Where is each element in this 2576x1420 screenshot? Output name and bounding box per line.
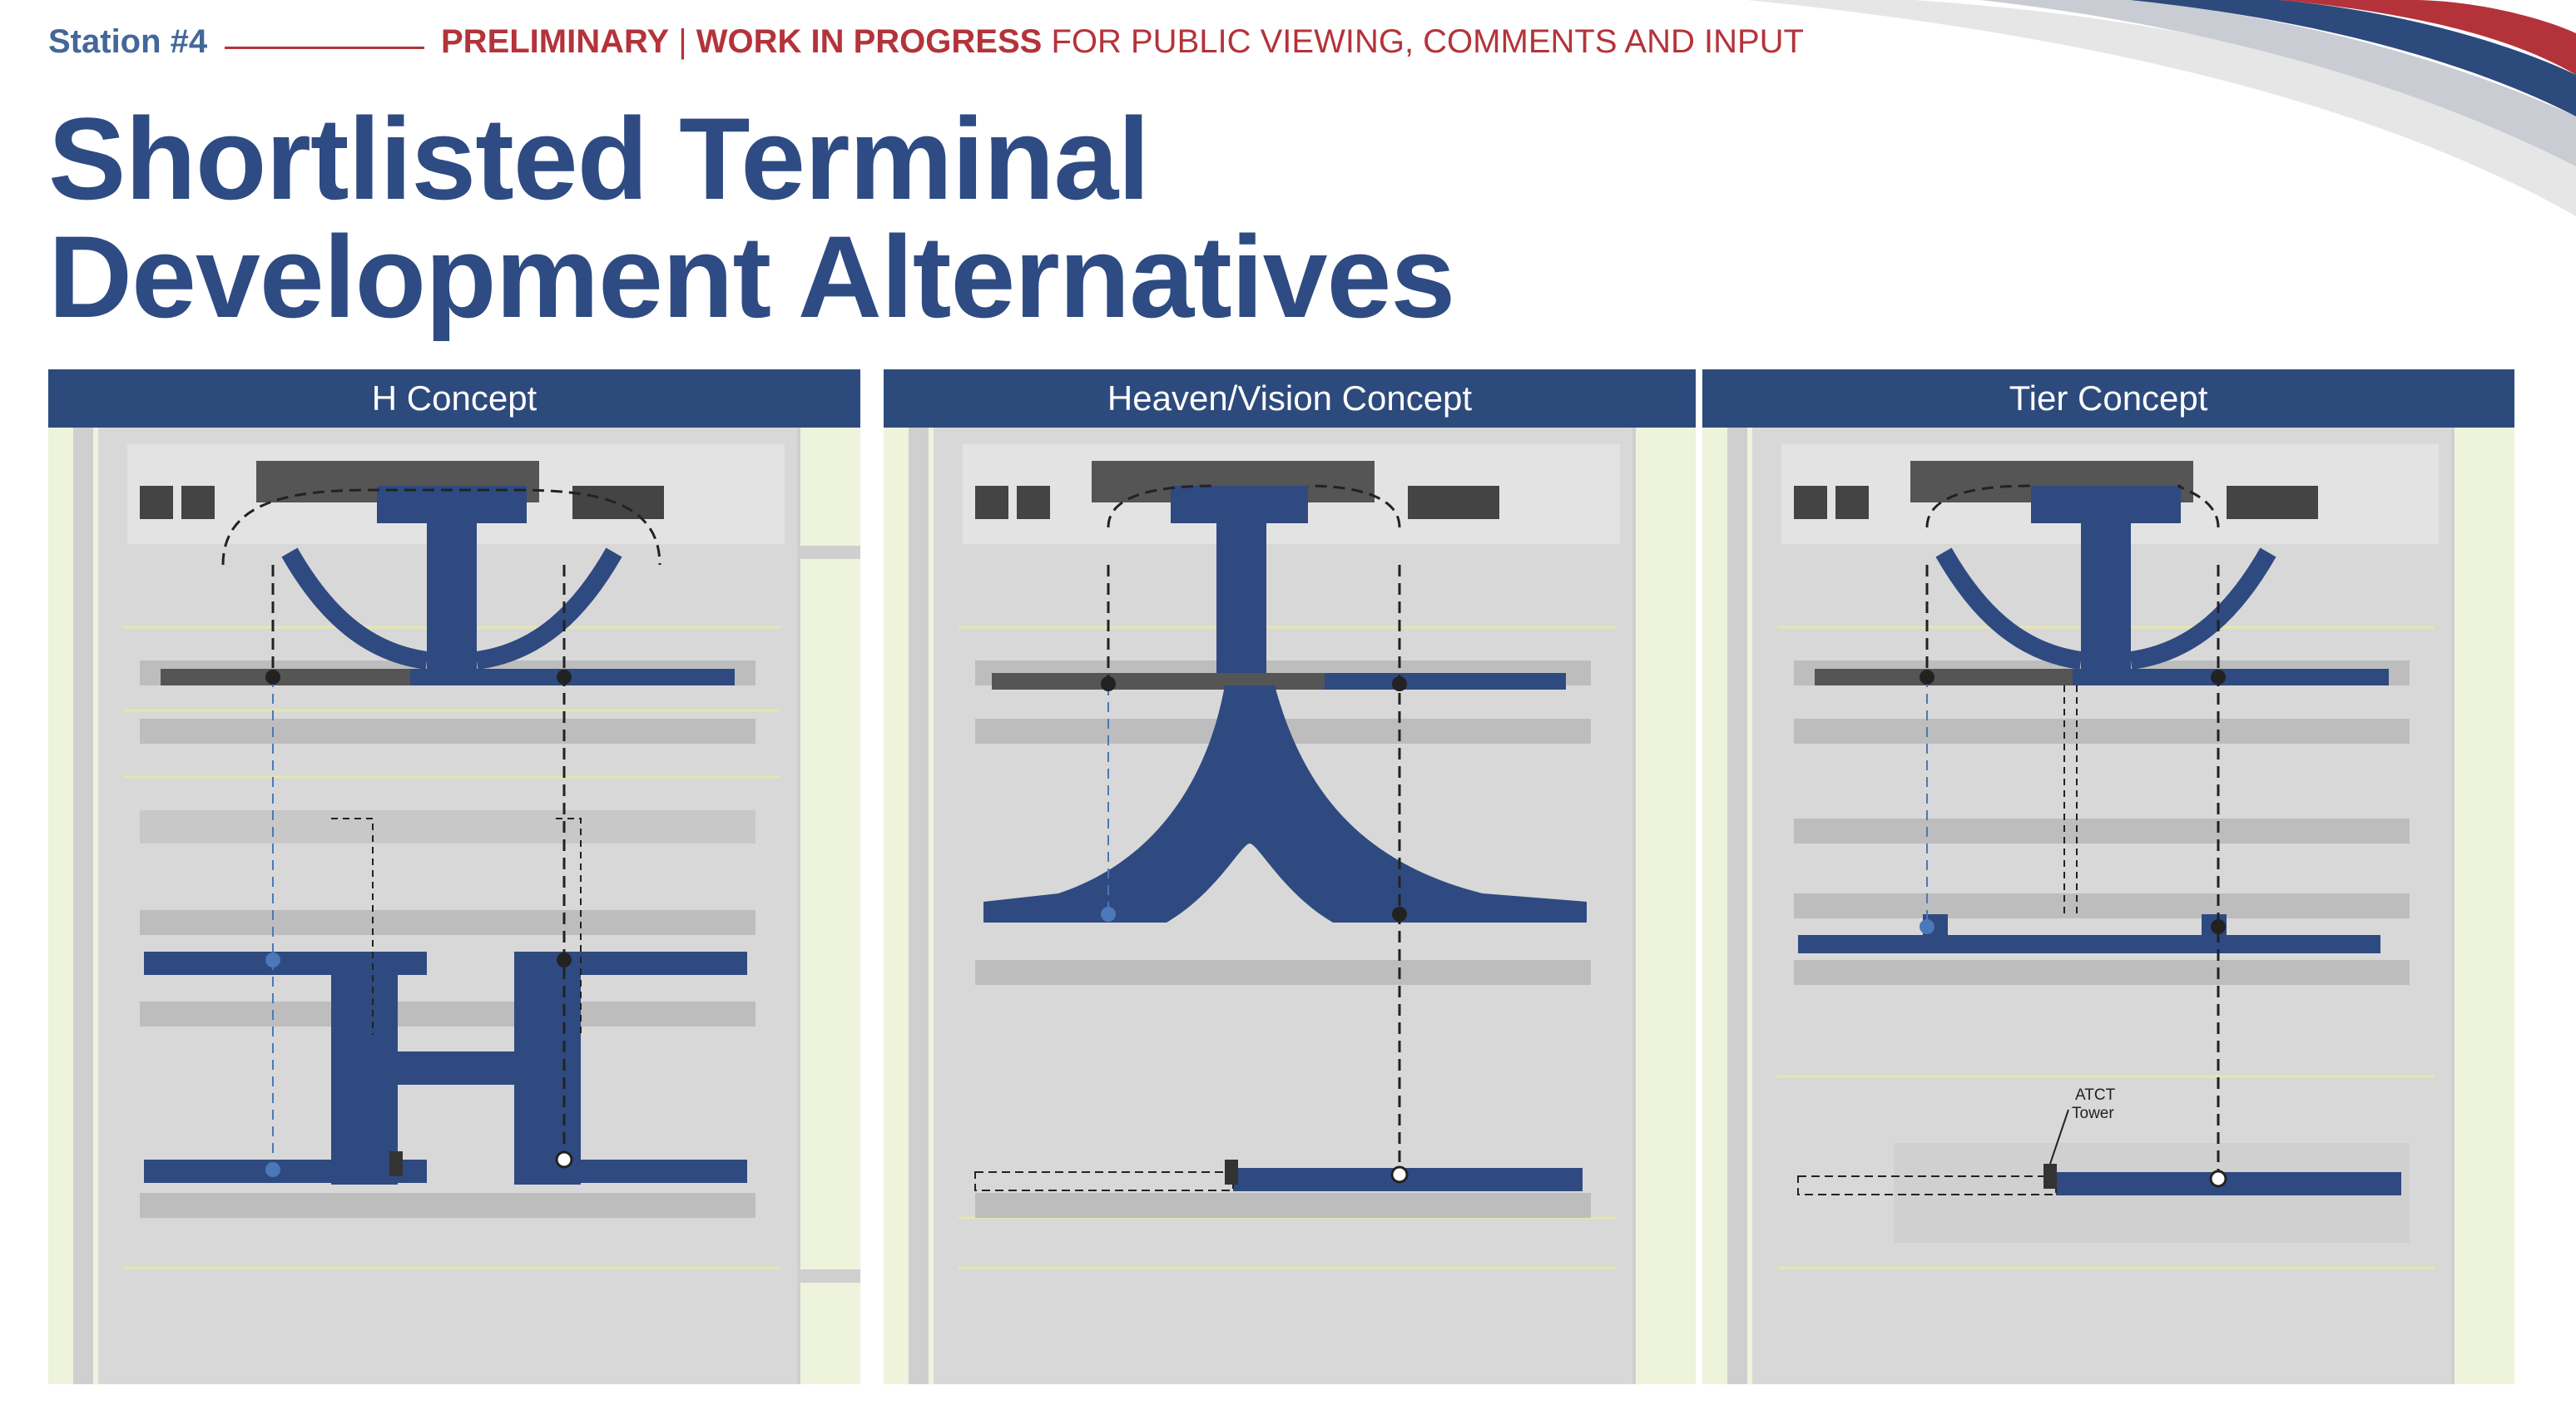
banner-public-viewing: FOR PUBLIC VIEWING, COMMENTS AND INPUT: [1051, 23, 1804, 60]
page-title: Shortlisted Terminal Development Alterna…: [48, 93, 1455, 342]
panel-tier-concept: Tier Concept: [1702, 369, 2514, 1384]
panel-tier-concept-title: Tier Concept: [1702, 369, 2514, 428]
station-divider: [225, 47, 424, 49]
h-concept-site-plan: [48, 428, 860, 1384]
page-title-line-2: Development Alternatives: [48, 211, 1455, 342]
banner-work-in-progress: WORK IN PROGRESS: [696, 23, 1043, 60]
banner-separator: |: [678, 23, 687, 60]
banner-preliminary: PRELIMINARY: [441, 23, 670, 60]
page-title-line-1: Shortlisted Terminal: [48, 93, 1150, 224]
atct-label: ATCT: [2075, 1086, 2116, 1104]
decorative-swoosh: [1747, 0, 2576, 216]
heaven-vision-concept-site-plan: [884, 428, 1696, 1384]
panel-h-concept-title: H Concept: [48, 369, 860, 428]
panel-heaven-vision-concept: Heaven/Vision Concept: [884, 369, 1696, 1384]
preliminary-banner: PRELIMINARY | WORK IN PROGRESS FOR PUBLI…: [441, 23, 1804, 61]
tower-label: Tower: [2072, 1105, 2114, 1122]
station-label: Station #4: [48, 23, 208, 60]
tier-concept-site-plan: ATCT Tower: [1702, 428, 2514, 1384]
panel-h-concept: H Concept: [48, 369, 860, 1384]
panel-heaven-vision-concept-title: Heaven/Vision Concept: [884, 369, 1696, 428]
